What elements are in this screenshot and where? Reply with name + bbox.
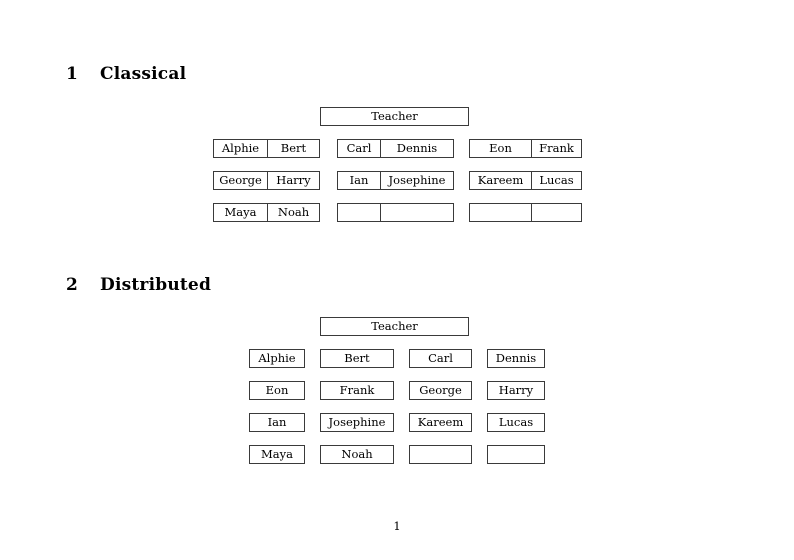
table-row-empty	[469, 203, 582, 222]
section-heading-classical: 1 Classical	[66, 64, 186, 84]
table-cell: Bert	[320, 349, 394, 368]
table-cell: Noah	[320, 445, 394, 464]
table-cell: Frank	[539, 141, 574, 155]
table-cell-empty	[532, 204, 581, 221]
table-cell: Carl	[409, 349, 472, 368]
table-cell: Eon	[470, 140, 532, 157]
table-cell: Kareem	[409, 413, 472, 432]
table-row: Alphie Bert	[213, 139, 320, 158]
table-row: Eon Frank	[469, 139, 582, 158]
page-number: 1	[393, 519, 401, 533]
table-cell: Harry	[487, 381, 545, 400]
table-cell: Dennis	[396, 141, 438, 155]
table-cell: Josephine	[388, 173, 446, 187]
teacher-box-classical: Teacher	[320, 107, 469, 126]
table-cell: Ian	[249, 413, 305, 432]
table-cell: Maya	[214, 204, 268, 221]
table-cell: Dennis	[487, 349, 545, 368]
table-row: Carl Dennis	[337, 139, 454, 158]
section-number: 1	[66, 64, 79, 84]
teacher-box-distributed: Teacher	[320, 317, 469, 336]
table-cell: Maya	[249, 445, 305, 464]
table-cell: Carl	[338, 140, 381, 157]
table-cell-empty	[338, 204, 381, 221]
table-cell: Kareem	[470, 172, 532, 189]
table-cell-empty	[470, 204, 532, 221]
table-row: Ian Josephine	[337, 171, 454, 190]
table-cell-empty	[487, 445, 545, 464]
table-row: George Harry	[213, 171, 320, 190]
table-cell: Josephine	[320, 413, 394, 432]
table-cell: Bert	[280, 141, 307, 155]
section-number: 2	[66, 275, 79, 295]
table-cell: Lucas	[539, 173, 574, 187]
table-cell: Frank	[320, 381, 394, 400]
table-cell-empty	[409, 445, 472, 464]
table-row: Kareem Lucas	[469, 171, 582, 190]
table-cell: Alphie	[249, 349, 305, 368]
table-cell-empty	[381, 204, 453, 221]
table-cell: Ian	[338, 172, 381, 189]
table-cell: Alphie	[214, 140, 268, 157]
table-cell: George	[409, 381, 472, 400]
table-cell: Lucas	[487, 413, 545, 432]
table-cell: Eon	[249, 381, 305, 400]
table-row-empty	[337, 203, 454, 222]
section-heading-distributed: 2 Distributed	[66, 275, 211, 295]
table-row: Maya Noah	[213, 203, 320, 222]
table-cell: Noah	[277, 205, 310, 219]
table-cell: Harry	[276, 173, 311, 187]
section-title: Distributed	[100, 275, 212, 295]
section-title: Classical	[100, 64, 187, 84]
table-cell: George	[214, 172, 268, 189]
